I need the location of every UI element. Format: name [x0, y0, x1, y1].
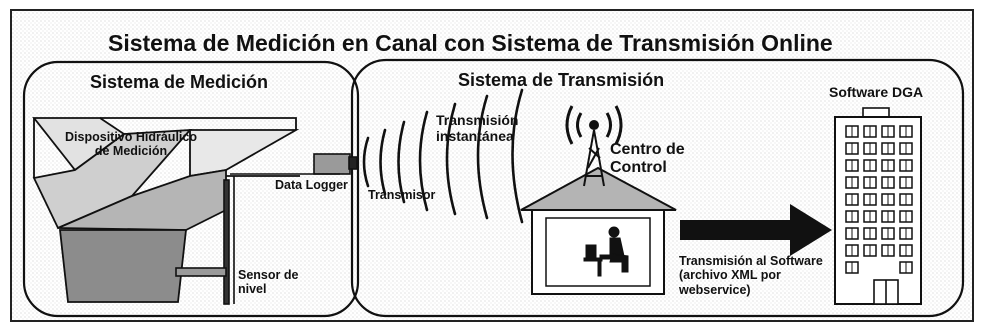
instant-label: Transmisión instantánea [436, 112, 518, 144]
device-label-line1: Dispositivo Hidráulico [65, 130, 197, 144]
antenna-stub [348, 156, 358, 170]
device-label: Dispositivo Hidráulico de Medición [60, 130, 202, 159]
transmitter-label: Transmisor [368, 188, 436, 202]
instant-label-line2: instantánea [436, 128, 514, 145]
sensor-label-line1: Sensor de [238, 268, 299, 282]
sensor-label-line2: nivel [238, 282, 267, 297]
control-center-label: Centro de Control [610, 141, 685, 178]
control-center-line1: Centro de [610, 141, 685, 158]
canal [32, 117, 300, 303]
water-body [58, 229, 188, 303]
software-heading: Software DGA [829, 84, 924, 100]
level-sensor-tube [223, 179, 230, 305]
control-center [520, 166, 677, 295]
arrow-to-software [680, 204, 832, 256]
software-transmission-line1: Transmisión al Software [679, 254, 823, 268]
data-logger-label: Data Logger [275, 178, 348, 192]
diagram-title: Sistema de Medición en Canal con Sistema… [108, 30, 833, 56]
measurement-heading: Sistema de Medición [90, 72, 269, 92]
data-logger-assembly [175, 153, 358, 305]
software-transmission-line3: webservice) [679, 282, 751, 297]
software-transmission-label: Transmisión al Software (archivo XML por… [679, 254, 823, 297]
instant-label-line1: Transmisión [436, 112, 519, 128]
building-windows [845, 125, 913, 274]
data-logger-box [313, 153, 351, 175]
radio-waves [362, 88, 524, 224]
person-at-computer-icon [583, 226, 629, 277]
device-label-line2: de Medición [94, 144, 168, 159]
transmission-panel [350, 58, 965, 318]
transmission-heading: Sistema de Transmisión [458, 70, 665, 90]
control-center-line2: Control [610, 159, 667, 177]
pipe-bracket [175, 267, 227, 277]
software-transmission-line2: (archivo XML por [679, 268, 781, 283]
antenna-tower-icon [565, 105, 623, 187]
sensor-label: Sensor de nivel [238, 268, 298, 297]
measurement-panel [22, 60, 360, 318]
